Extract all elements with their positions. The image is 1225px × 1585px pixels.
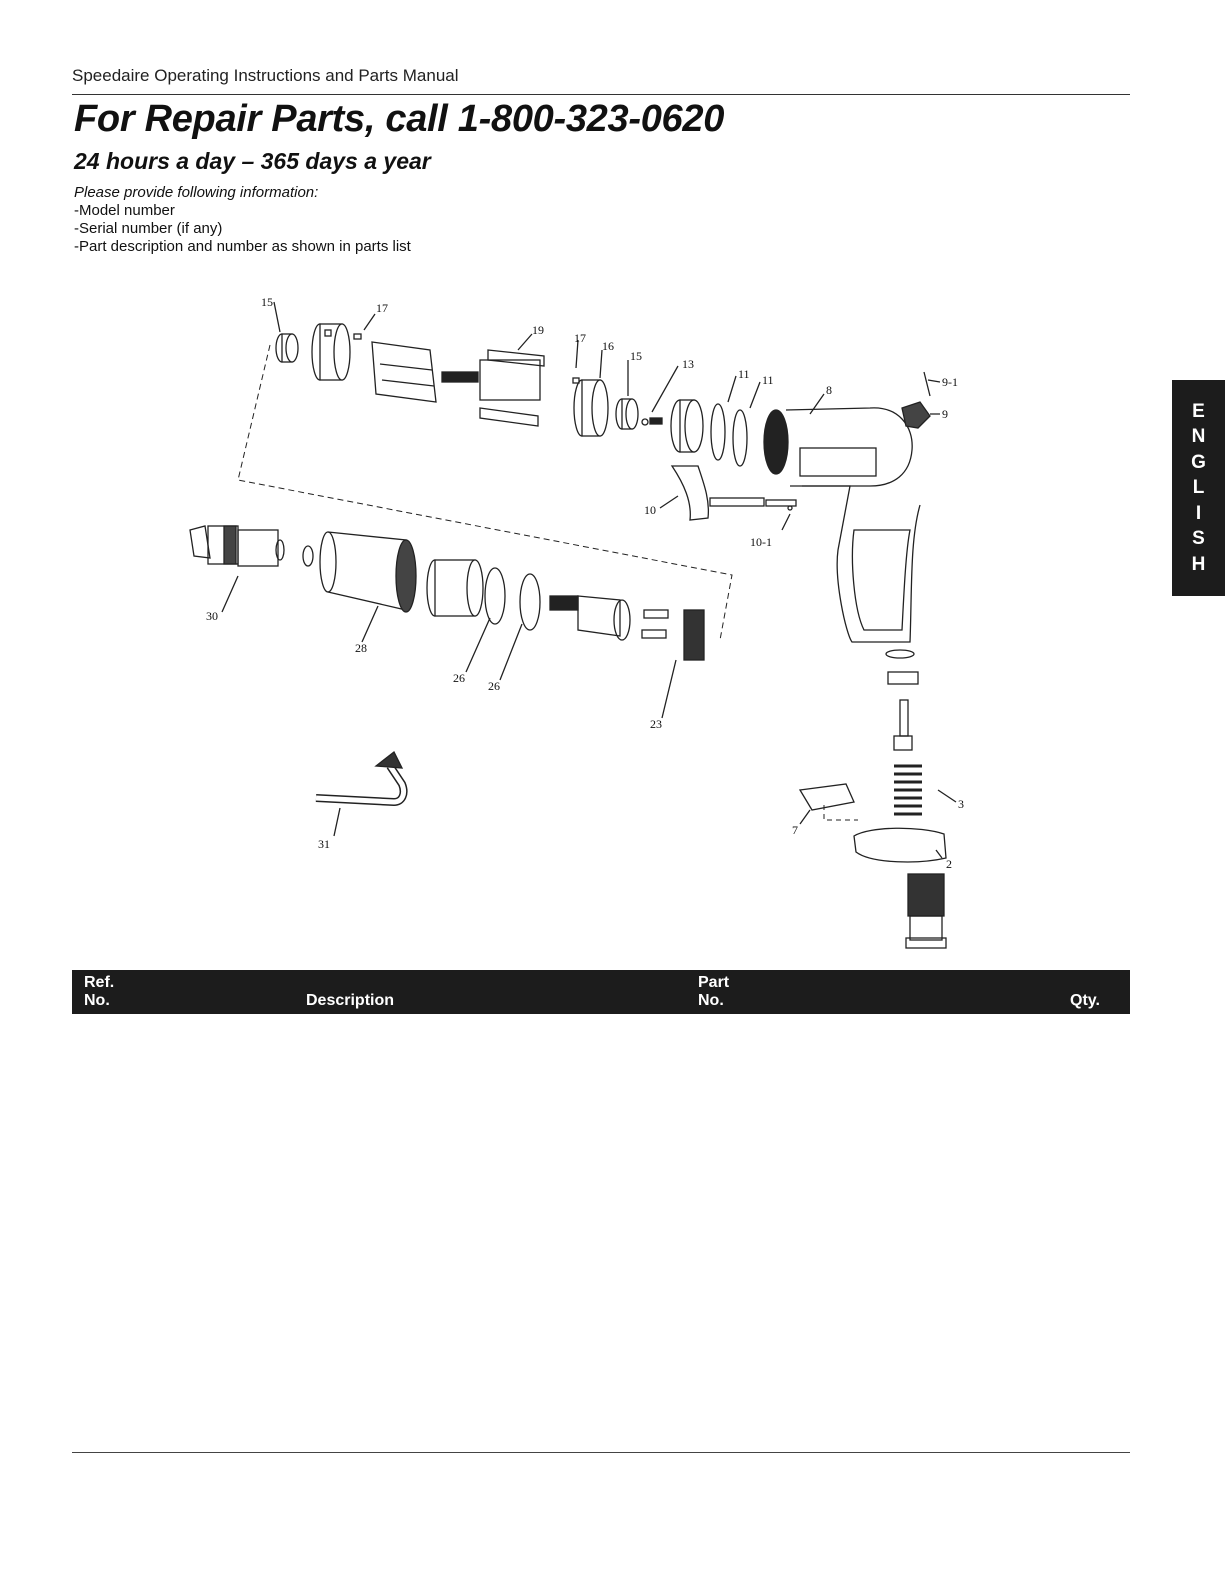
callout-label: 16 [602, 339, 614, 353]
page-title: For Repair Parts, call 1-800-323-0620 [74, 98, 725, 140]
tab-letter: L [1192, 477, 1205, 499]
hex-key-part [315, 751, 408, 807]
callout-label: 26 [488, 679, 500, 693]
info-lead: Please provide following information: [74, 184, 319, 201]
bearing-part [615, 398, 639, 430]
spindle-part [549, 595, 631, 641]
running-header: Speedaire Operating Instructions and Par… [72, 66, 459, 85]
tab-letter: E [1192, 400, 1205, 422]
callout-label: 15 [261, 295, 273, 309]
pin-part [572, 377, 580, 384]
col-part-line2: No. [698, 992, 724, 1009]
exhaust-cover-part [853, 827, 947, 863]
page-subtitle: 24 hours a day – 365 days a year [74, 148, 431, 174]
pin-part [643, 609, 669, 619]
housing-part [763, 407, 921, 643]
rotor-part [441, 349, 545, 427]
end-plate-part [311, 323, 351, 381]
footer-rule [72, 1452, 1130, 1453]
rear-plate-part [573, 379, 609, 437]
callout-label: 31 [318, 837, 330, 851]
air-inlet-part [905, 873, 947, 949]
col-part-line1: Part [698, 974, 730, 991]
info-block: Please provide following information: -M… [74, 184, 411, 256]
assembly-line [823, 805, 858, 821]
pin-part [324, 329, 332, 337]
tab-letter: S [1192, 528, 1205, 550]
o-ring-part [710, 403, 726, 461]
seal-part [787, 505, 793, 511]
gear-housing-part [319, 531, 417, 613]
ball-part [641, 418, 649, 426]
pin-part [641, 629, 667, 639]
language-tab: E N G L I S H [1172, 380, 1225, 596]
bearing-part [275, 333, 299, 363]
callout-label: 11 [738, 367, 750, 381]
callout-label: 17 [574, 331, 586, 345]
chuck-part [189, 525, 285, 567]
tab-letter: H [1191, 553, 1206, 575]
callout-label: 2 [946, 857, 952, 871]
info-item: -Model number [74, 202, 175, 219]
reverse-knob-part [901, 371, 931, 429]
callout-label: 13 [682, 357, 694, 371]
callout-label: 30 [206, 609, 218, 623]
tab-letter: G [1191, 451, 1206, 473]
info-item: -Part description and number as shown in… [74, 238, 411, 255]
col-ref-line1: Ref. [84, 974, 115, 991]
assembly-line [237, 344, 733, 641]
callout-label: 10 [644, 503, 656, 517]
washer-part [302, 545, 314, 567]
callout-label: 11 [762, 373, 774, 387]
col-ref-line2: No. [84, 992, 110, 1009]
callout-label: 28 [355, 641, 367, 655]
callout-label: 19 [532, 323, 544, 337]
trigger-part [670, 465, 797, 521]
valve-part [670, 399, 704, 453]
pin-part [353, 333, 362, 340]
callout-label: 7 [792, 823, 798, 837]
deflector-part [798, 783, 855, 811]
callout-label: 17 [376, 301, 388, 315]
bearing-part [519, 573, 541, 631]
exploded-parts-diagram: 15 17 19 17 16 15 13 11 11 8 9-1 9 10 10… [189, 295, 964, 949]
tab-letter: I [1195, 502, 1202, 524]
callout-label: 9 [942, 407, 948, 421]
callout-label: 26 [453, 671, 465, 685]
callout-label: 23 [650, 717, 662, 731]
cylinder-part [371, 341, 437, 403]
exhaust-parts [885, 649, 922, 816]
planet-gear-part [683, 609, 705, 661]
col-qty: Qty. [1070, 992, 1100, 1009]
callout-label: 9-1 [942, 375, 958, 389]
tab-letter: N [1191, 426, 1206, 448]
spring-part [649, 417, 663, 425]
col-description: Description [306, 992, 395, 1009]
parts-table-header: Ref. No. Description Part No. Qty. [72, 970, 1130, 1014]
bearing-part [484, 567, 506, 625]
info-item: -Serial number (if any) [74, 220, 223, 237]
callout-label: 3 [958, 797, 964, 811]
header-rule [72, 94, 1130, 95]
callout-label: 10-1 [750, 535, 772, 549]
callout-label: 8 [826, 383, 832, 397]
o-ring-part [732, 409, 748, 467]
callout-label: 15 [630, 349, 642, 363]
ring-gear-part [426, 559, 484, 617]
